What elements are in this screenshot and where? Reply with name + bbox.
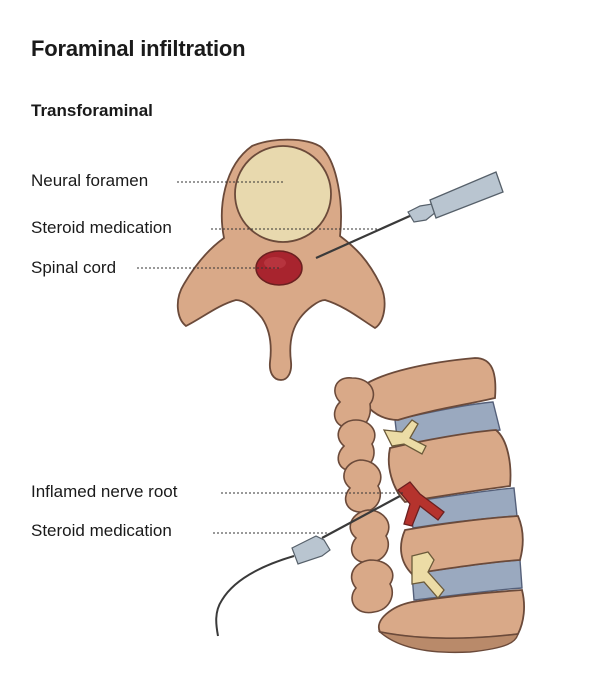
- label-steroid-medication-bottom: Steroid medication: [31, 521, 172, 540]
- label-spinal-cord: Spinal cord: [31, 258, 117, 277]
- neural-foramen-shape: [234, 145, 332, 243]
- label-inflamed-nerve-root: Inflamed nerve root: [31, 482, 178, 501]
- process-4: [349, 509, 390, 564]
- label-steroid-medication-top: Steroid medication: [31, 218, 172, 237]
- spine-side-view: [333, 357, 525, 654]
- needle-top: [315, 171, 504, 260]
- nerve-root-lower: [411, 551, 445, 600]
- label-neural-foramen: Neural foramen: [31, 171, 149, 190]
- nerve-root-upper: [382, 419, 427, 455]
- vertebra-shadow: [377, 630, 519, 654]
- process-5: [350, 559, 394, 614]
- needle-bottom: [215, 495, 401, 637]
- vertebra-side-1: [359, 357, 497, 421]
- vertebra-cross-section: [176, 138, 386, 381]
- page-title: Foraminal infiltration: [31, 36, 246, 61]
- process-3: [343, 459, 382, 513]
- section-subtitle: Transforaminal: [31, 101, 153, 120]
- nerve-root-inflamed: [397, 481, 445, 527]
- vertebra-side-4: [377, 589, 525, 640]
